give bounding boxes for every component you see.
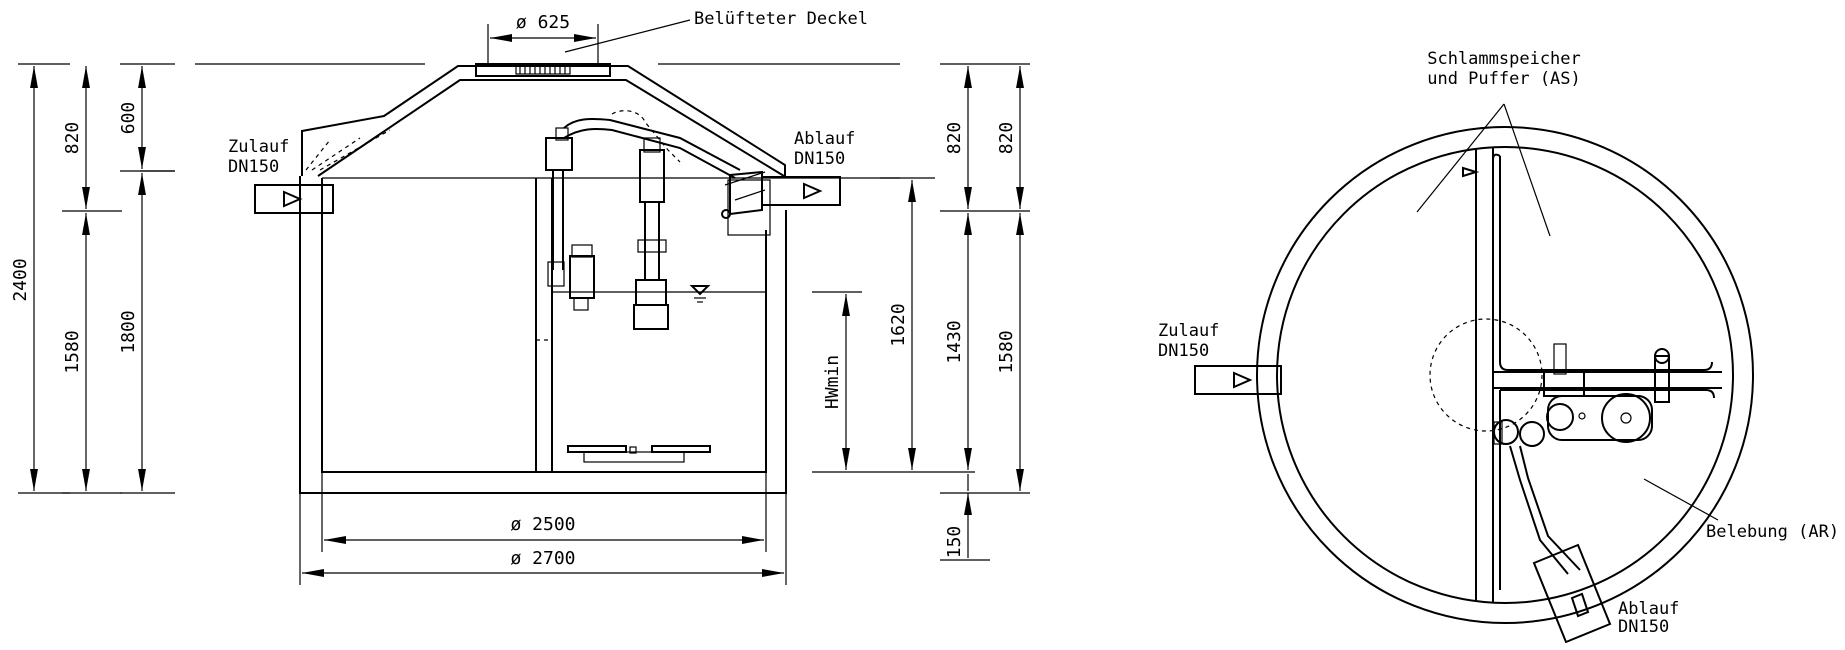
- outlet-pipe: [761, 176, 841, 206]
- dim-1620: 1620: [888, 303, 909, 346]
- tank-inner-wall: [321, 178, 767, 473]
- dims-bottom: ø 2500 ø 2700 ø 625: [299, 12, 787, 585]
- plan-view: Schlammspeicher und Puffer (AS) Zulauf D…: [1158, 49, 1839, 644]
- label-sludge-2: und Puffer (AS): [1427, 69, 1581, 89]
- label-plan-inlet-2: DN150: [1158, 341, 1209, 361]
- label-sludge-1: Schlammspeicher: [1427, 49, 1581, 69]
- dim-820-left: 820: [62, 122, 83, 155]
- airlift: [633, 137, 669, 330]
- plan-equipment: [1493, 343, 1670, 447]
- dims-right: HWmin 1620 820 1430 150 820 1580: [812, 63, 1030, 561]
- dim-diameter-2700: ø 2700: [510, 548, 575, 569]
- inlet-pipe: [254, 184, 334, 214]
- dim-1580-left: 1580: [62, 330, 83, 373]
- dim-820-right-b: 820: [996, 122, 1017, 155]
- dim-1430: 1430: [944, 320, 965, 363]
- label-plan-outlet-1: Ablauf: [1618, 599, 1679, 619]
- plan-inner-ring: [1276, 146, 1734, 604]
- section-view: 2400 820 1580 600 1800 HWmin 1620: [10, 9, 1030, 585]
- label-inlet-2: DN150: [228, 157, 279, 177]
- label-plan-inlet-1: Zulauf: [1158, 321, 1219, 341]
- plan-outer-ring: [1256, 126, 1754, 624]
- dim-cover-625: ø 625: [516, 12, 570, 33]
- dim-1580-right: 1580: [996, 330, 1017, 373]
- dim-600: 600: [118, 102, 139, 135]
- label-inlet-1: Zulauf: [228, 137, 289, 157]
- plan-outlet-pipe: [1532, 543, 1612, 644]
- label-aeration: Belebung (AR): [1706, 522, 1839, 542]
- lift-pump: [545, 127, 595, 311]
- partition-wall: [535, 178, 553, 472]
- label-cover: Belüfteter Deckel: [694, 9, 868, 29]
- dims-left: 2400 820 1580 600 1800: [10, 63, 175, 494]
- dim-2400: 2400: [10, 258, 31, 301]
- dim-820-right-a: 820: [944, 122, 965, 155]
- label-outlet-2: DN150: [794, 149, 845, 169]
- dim-diameter-2500: ø 2500: [510, 514, 575, 535]
- plan-partition: [1475, 148, 1494, 602]
- label-plan-outlet-2: DN150: [1618, 617, 1669, 637]
- tank-outer-wall: [299, 65, 787, 494]
- dim-1800: 1800: [118, 310, 139, 353]
- cover: [475, 63, 611, 77]
- dim-150: 150: [944, 526, 965, 559]
- label-outlet-1: Ablauf: [794, 129, 855, 149]
- plan-inlet-pipe: [1194, 365, 1282, 395]
- hwmin-label: HWmin: [822, 355, 843, 409]
